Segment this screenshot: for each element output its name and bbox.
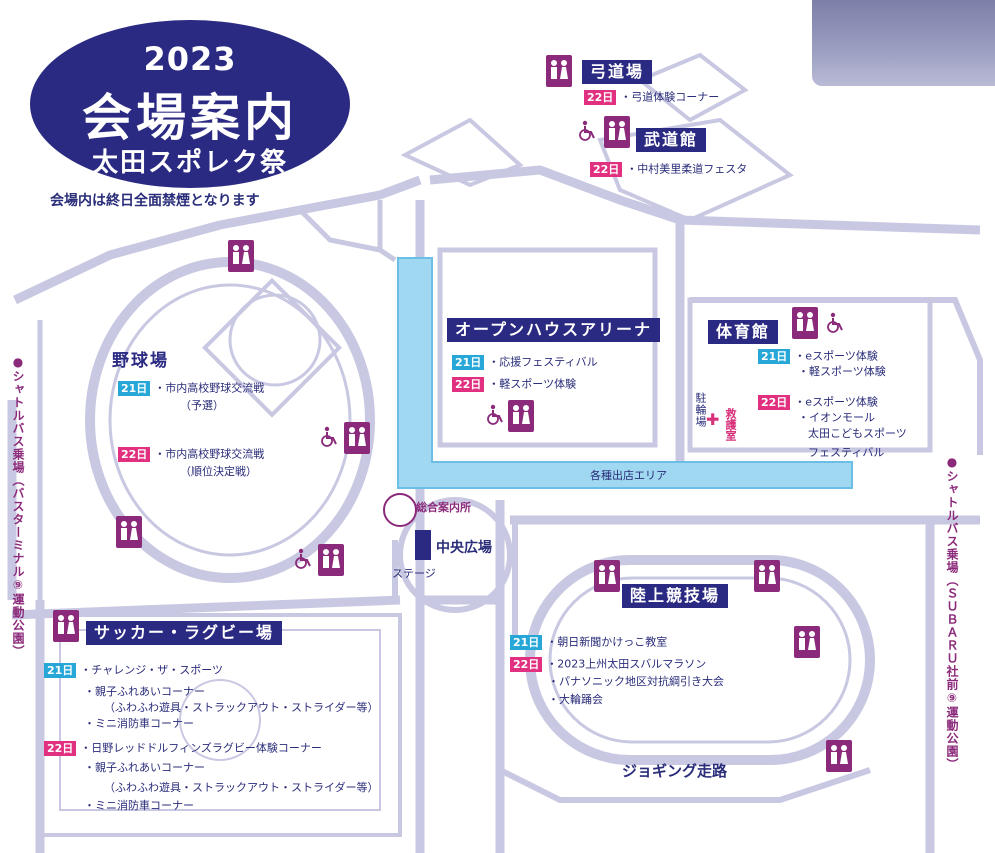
restroom-icon <box>116 516 142 548</box>
parking-label: 駐輪場 <box>694 392 707 428</box>
baseball-event-21: 21日・市内高校野球交流戦 <box>118 380 264 396</box>
day21-badge: 21日 <box>118 380 151 396</box>
restroom-icon <box>546 55 572 87</box>
venue-openhouse-arena[interactable]: オープンハウスアリーナ <box>447 318 661 342</box>
title-main: 会場案内 <box>82 89 298 147</box>
athletics-event-21: 21日・朝日新聞かけっこ教室 <box>510 634 667 650</box>
baseball-note-22: （順位決定戦） <box>180 465 257 478</box>
wheelchair-icon <box>487 404 503 425</box>
title-year: 2023 <box>143 40 237 78</box>
stage-block <box>415 530 431 560</box>
soccer-event-21: 21日・チャレンジ・ザ・スポーツ <box>44 662 223 678</box>
central-plaza-label: 中央広場 <box>436 540 492 556</box>
first-aid-label: 救護室 <box>724 408 737 441</box>
gym-event-21: 21日・eスポーツ体験 <box>758 348 878 364</box>
wheelchair-icon <box>295 548 311 569</box>
gym-event-22-4: フェスティバル <box>808 446 885 459</box>
athletics-event-22: 22日・2023上州太田スバルマラソン <box>510 656 706 672</box>
wheelchair-icon <box>579 120 595 141</box>
wheelchair-icon <box>827 312 843 333</box>
gym-event-22: 22日・eスポーツ体験 <box>758 394 878 410</box>
gym-event-22-3: 太田こどもスポーツ <box>808 427 907 440</box>
restroom-icon <box>794 626 820 658</box>
restroom-icon <box>792 307 818 339</box>
restroom-icon <box>508 400 534 432</box>
photo-runners <box>812 0 995 86</box>
restroom-icon <box>604 116 630 148</box>
day22-badge: 22日 <box>510 656 543 672</box>
restroom-icon <box>53 610 79 642</box>
jogging-course-label: ジョギング走路 <box>622 762 728 780</box>
soccer-event-22-4: ・ミニ消防車コーナー <box>84 799 194 812</box>
wheelchair-icon <box>321 426 337 447</box>
venue-athletics[interactable]: 陸上競技場 <box>622 584 729 608</box>
day22-badge: 22日 <box>758 394 791 410</box>
athletics-event-22-2: ・パナソニック地区対抗綱引き大会 <box>548 675 724 688</box>
day22-badge: 22日 <box>44 740 77 756</box>
day22-badge: 22日 <box>118 446 151 462</box>
day22-badge: 22日 <box>590 161 623 177</box>
venue-budokan[interactable]: 武道館 <box>636 128 707 152</box>
restroom-icon <box>594 560 620 592</box>
soccer-event-22: 22日・日野レッドドルフィンズラグビー体験コーナー <box>44 740 322 756</box>
soccer-event-22-3: （ふわふわ遊具・ストラックアウト・ストライダー等） <box>104 781 379 794</box>
day21-badge: 21日 <box>510 634 543 650</box>
info-icon[interactable] <box>383 493 417 527</box>
gym-event-21-2: ・軽スポーツ体験 <box>798 365 886 378</box>
gym-event-22-2: ・イオンモール <box>798 411 875 424</box>
restroom-icon <box>318 544 344 576</box>
soccer-event-21-2: ・親子ふれあいコーナー <box>84 685 205 698</box>
restroom-icon <box>228 240 254 272</box>
soccer-event-22-2: ・親子ふれあいコーナー <box>84 761 205 774</box>
info-center-label: 総合案内所 <box>416 501 471 514</box>
restroom-icon <box>826 740 852 772</box>
day22-badge: 22日 <box>452 376 485 392</box>
first-aid-icon: ✚ <box>706 410 720 429</box>
day22-badge: 22日 <box>584 89 617 105</box>
day21-badge: 21日 <box>758 348 791 364</box>
day21-badge: 21日 <box>452 354 485 370</box>
title-sub: 太田スポレク祭 <box>91 148 288 178</box>
venue-kyudojo[interactable]: 弓道場 <box>582 60 653 84</box>
budokan-event-22: 22日・中村美里柔道フェスタ <box>590 161 747 177</box>
stall-area-label: 各種出店エリア <box>590 469 667 482</box>
shuttle-left-label: ●シャトルバス乗場（バスターミナル⑨運動公園） <box>11 355 25 658</box>
no-smoking-notice: 会場内は終日全面禁煙となります <box>50 193 260 209</box>
title-badge: 2023 会場案内 太田スポレク祭 <box>30 20 350 188</box>
shuttle-right-label: ●シャトルバス乗場（ＳＵＢＡＲＵ社前⑨運動公園） <box>945 455 959 771</box>
baseball-event-22: 22日・市内高校野球交流戦 <box>118 446 264 462</box>
athletics-event-22-3: ・大輪踊会 <box>548 693 603 706</box>
venue-gym[interactable]: 体育館 <box>708 320 779 344</box>
kyudojo-event-22: 22日・弓道体験コーナー <box>584 89 719 105</box>
restroom-icon <box>754 560 780 592</box>
stage-label: ステージ <box>392 567 436 580</box>
restroom-icon <box>344 422 370 454</box>
soccer-event-21-4: ・ミニ消防車コーナー <box>84 717 194 730</box>
venue-soccer-rugby[interactable]: サッカー・ラグビー場 <box>86 621 283 645</box>
openhouse-event-21: 21日・応援フェスティバル <box>452 354 598 370</box>
venue-baseball[interactable]: 野球場 <box>112 351 169 371</box>
openhouse-event-22: 22日・軽スポーツ体験 <box>452 376 576 392</box>
day21-badge: 21日 <box>44 662 77 678</box>
soccer-event-21-3: （ふわふわ遊具・ストラックアウト・ストライダー等） <box>104 701 379 714</box>
baseball-note-21: （予選） <box>180 399 224 412</box>
